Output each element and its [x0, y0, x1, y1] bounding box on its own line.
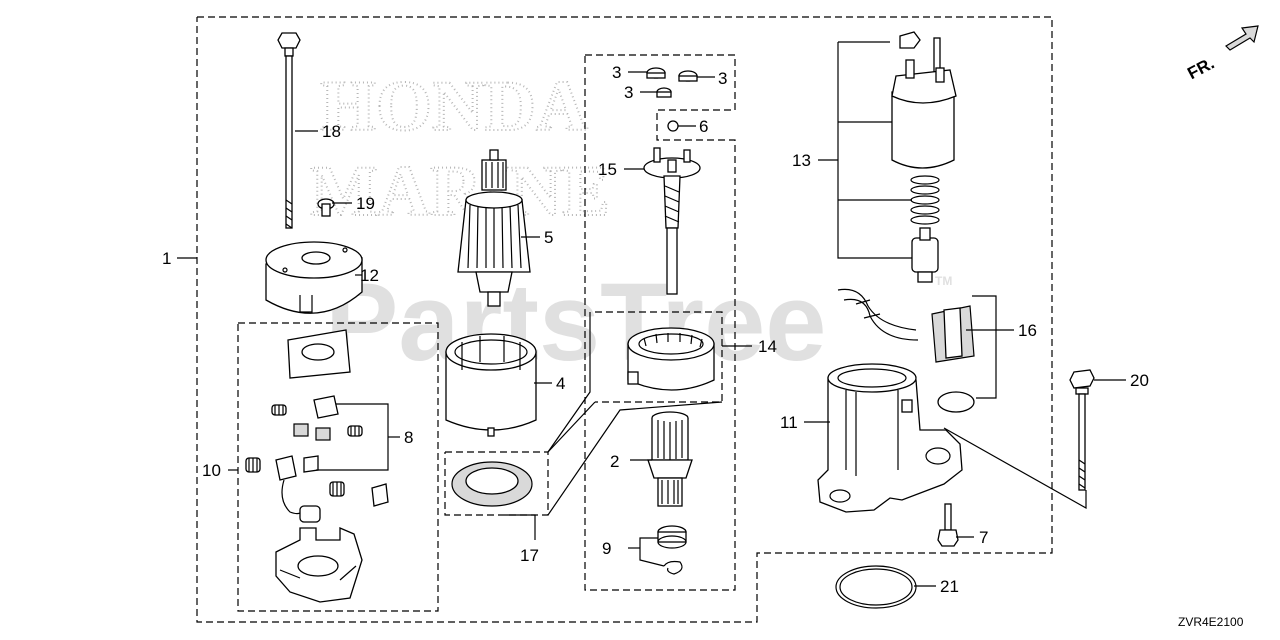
shaft-group-boundary [584, 54, 736, 591]
callout-18: 18 [322, 122, 341, 141]
callout-5: 5 [544, 228, 553, 247]
callout-7: 7 [979, 528, 988, 547]
watermark-honda: HONDA [320, 66, 588, 146]
part-brushes [275, 395, 389, 523]
diagram-code: ZVR4E2100 [1178, 615, 1244, 629]
part-long-through-bolt [277, 32, 301, 229]
part-solenoid [891, 31, 957, 169]
part-brush-plate [287, 329, 351, 379]
callout-2: 2 [610, 452, 619, 471]
callout-1: 1 [162, 249, 171, 268]
callout-3-left-bottom: 3 [624, 83, 633, 102]
watermark-partstree: PartsTree [325, 261, 826, 384]
callout-16: 16 [1018, 321, 1037, 340]
part-o-ring [835, 565, 917, 609]
part-small-bolt [937, 503, 959, 547]
callout-17: 17 [520, 546, 539, 565]
callout-21: 21 [940, 577, 959, 596]
callout-9: 9 [602, 539, 611, 558]
callout-20: 20 [1130, 371, 1149, 390]
callout-10: 10 [202, 461, 221, 480]
part-plunger [911, 227, 939, 283]
honda-marine-watermark: HONDA MARINE [309, 65, 611, 232]
part-pinion-drive [647, 411, 693, 507]
part-steel-ball [667, 120, 679, 132]
watermark-marine: MARINE [310, 151, 610, 231]
callout-19: 19 [356, 194, 375, 213]
front-direction-arrow: FR. [1184, 25, 1259, 84]
part-dust-seal-and-cap [931, 305, 975, 413]
callout-4: 4 [556, 374, 565, 393]
callout-6: 6 [699, 117, 708, 136]
part-mounting-bolt [1069, 369, 1095, 491]
callout-3-left-top: 3 [612, 63, 621, 82]
part-gasket-ring [451, 461, 533, 507]
part-retaining-clip [837, 288, 919, 341]
brush-holder-group-boundary [237, 322, 439, 612]
assembly-boundary [196, 16, 1053, 623]
watermark-tm: TM [935, 274, 952, 288]
gear-group-boundary [595, 311, 723, 403]
callout-15: 15 [598, 160, 617, 179]
part-yoke-housing [445, 333, 537, 437]
callout-11: 11 [780, 413, 798, 432]
callout-13: 13 [792, 151, 811, 170]
leader-lines [177, 41, 1126, 587]
part-end-cover [265, 241, 363, 314]
part-nuts [646, 67, 698, 98]
callout-numbers: 1 2 3 3 3 4 5 6 7 8 9 10 11 12 13 14 15 … [162, 63, 1149, 596]
part-front-housing [817, 363, 963, 513]
part-planetary-shaft [643, 147, 701, 295]
callout-3-right: 3 [718, 69, 727, 88]
part-brush-springs [245, 404, 363, 497]
part-internal-gear [627, 327, 715, 391]
part-small-screw [317, 198, 335, 217]
callout-14: 14 [758, 337, 777, 356]
direction-label: FR. [1184, 54, 1217, 84]
part-brush-holder [275, 527, 363, 603]
part-stop-collar-and-clip [657, 525, 687, 575]
part-armature [457, 149, 531, 307]
callout-12: 12 [360, 266, 379, 285]
callout-8: 8 [404, 428, 413, 447]
part-solenoid-spring [910, 175, 940, 225]
